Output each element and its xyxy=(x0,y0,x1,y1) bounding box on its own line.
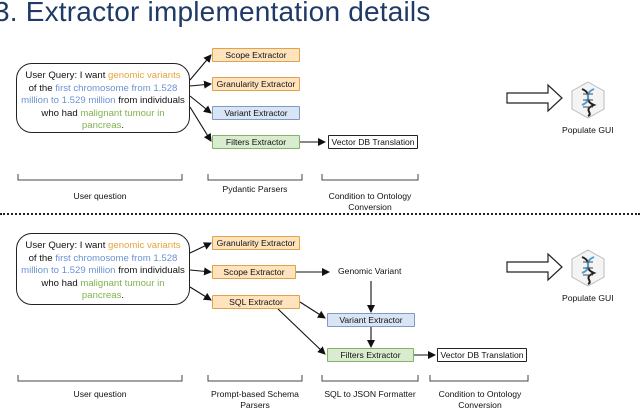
query-prefix: User Query: I want xyxy=(25,240,109,251)
page-title: 3. Extractor implementation details xyxy=(0,0,431,27)
populate-gui-label: Populate GUI xyxy=(562,125,614,135)
granularity-extractor-box: Granularity Extractor xyxy=(212,77,300,91)
populate-gui-label: Populate GUI xyxy=(562,293,614,303)
label-user-question: User question xyxy=(73,389,127,399)
label-ontology-conversion: Condition to Ontology Conversion xyxy=(328,191,412,212)
bottom-arrows xyxy=(189,242,436,359)
hollow-right-arrow-icon xyxy=(506,252,563,282)
label-ontology-conversion: Condition to Ontology Conversion xyxy=(438,389,522,410)
query-of-the: of the xyxy=(28,252,56,264)
query-range: from 1.528 million to 1.529 million xyxy=(21,252,178,277)
query-end: . xyxy=(121,290,125,302)
section-divider xyxy=(0,213,640,215)
label-pydantic-parsers: Pydantic Parsers xyxy=(222,184,288,194)
scope-extractor-box: Scope Extractor xyxy=(212,265,296,279)
label-user-question: User question xyxy=(73,191,127,201)
filters-extractor-box: Filters Extractor xyxy=(327,348,414,362)
user-query-box: User Query: I want genomic variants of t… xyxy=(16,63,190,133)
variant-extractor-box: Variant Extractor xyxy=(212,106,300,120)
label-schema-parsers: Prompt-based Schema Parsers xyxy=(211,389,299,410)
query-prefix: User Query: I want xyxy=(25,70,109,81)
top-arrows xyxy=(189,54,326,146)
vector-db-translation-box: Vector DB Translation xyxy=(437,348,527,362)
genomic-variant-label: Genomic Variant xyxy=(338,266,402,276)
dna-logo-icon xyxy=(571,249,605,287)
query-end: . xyxy=(121,120,125,132)
variant-extractor-box: Variant Extractor xyxy=(327,313,415,327)
user-query-box: User Query: I want genomic variants of t… xyxy=(16,233,190,305)
query-variants: genomic variants xyxy=(108,240,181,251)
query-range: from 1.528 million to 1.529 million xyxy=(21,82,178,107)
query-tumour: malignant tumour in pancreas xyxy=(80,107,165,132)
filters-extractor-box: Filters Extractor xyxy=(212,135,300,149)
granularity-extractor-box: Granularity Extractor xyxy=(212,236,300,250)
query-chromosome: first chromosome xyxy=(55,82,129,94)
top-brackets xyxy=(17,174,419,181)
label-sql-json-formatter: SQL to JSON Formatter xyxy=(324,389,416,399)
query-chromosome: first chromosome xyxy=(55,252,129,264)
hollow-right-arrow-icon xyxy=(506,83,563,113)
vector-db-translation-box: Vector DB Translation xyxy=(328,135,418,149)
query-from: from individuals who had xyxy=(41,95,185,119)
scope-extractor-box: Scope Extractor xyxy=(212,48,300,62)
query-of-the: of the xyxy=(28,82,56,94)
dna-logo-icon xyxy=(571,81,605,119)
query-variants: genomic variants xyxy=(108,70,181,81)
query-from: from individuals who had xyxy=(41,265,185,289)
sql-extractor-box: SQL Extractor xyxy=(212,295,300,309)
bottom-brackets xyxy=(17,375,529,382)
query-tumour: malignant tumour in pancreas xyxy=(80,277,165,302)
